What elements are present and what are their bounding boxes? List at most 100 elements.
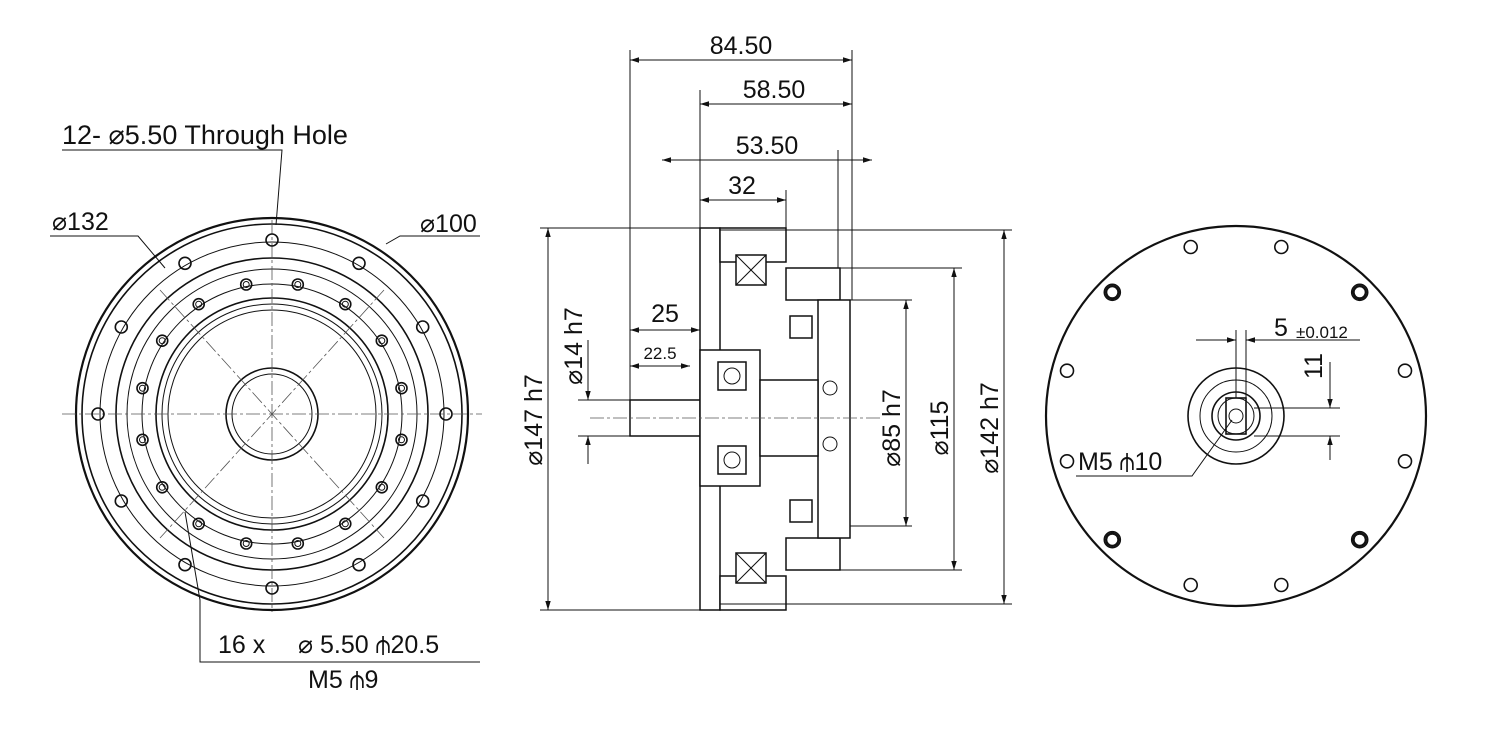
threaded-hole [136, 433, 149, 447]
dia-132-label: ⌀132 [52, 208, 109, 236]
rear-outline [1044, 224, 1428, 608]
threaded-hole-inner [195, 520, 203, 528]
through-hole [178, 557, 192, 572]
front-view: 12- ⌀5.50 Through Hole ⌀132 ⌀100 16 x ⌀ … [50, 120, 482, 694]
rear-hole [1352, 284, 1367, 300]
rear-hole [1105, 284, 1120, 300]
key-height-label: 11 [1300, 353, 1328, 379]
rear-plug [1103, 530, 1122, 549]
thread-spec-label: M5 ⫛9 [308, 666, 378, 694]
threaded-hole-inner [341, 300, 349, 308]
dia-14-label: ⌀14 h7 [560, 307, 588, 385]
section-body [590, 227, 880, 611]
section-view: 84.50 58.50 53.50 32 25 22.5 ⌀147 h [520, 32, 1012, 611]
shaft-inner [1217, 397, 1255, 435]
rear-plug-inner [1353, 286, 1366, 299]
rear-hole [1274, 239, 1289, 255]
threaded-hole [291, 278, 305, 291]
dia-132-leader [50, 235, 166, 269]
rear-plug [1350, 283, 1369, 302]
threaded-hole-inner [341, 520, 349, 528]
rear-hole [1352, 532, 1367, 548]
rear-plug-inner [1353, 533, 1366, 546]
rear-plug [1350, 530, 1369, 549]
dim-58-50-label: 58.50 [743, 76, 806, 104]
inner-threaded-holes [136, 278, 408, 550]
dia-100-leader [385, 235, 480, 245]
threaded-hole-inner [158, 483, 166, 491]
dia-85-label: ⌀85 h7 [878, 389, 906, 467]
hole-spec-leader [184, 511, 480, 663]
vertical-dimensions: ⌀147 h7 ⌀14 h7 ⌀85 h7 ⌀115 ⌀142 h7 [520, 227, 1012, 611]
rear-hole [1274, 577, 1289, 593]
rear-plug-inner [1106, 286, 1119, 299]
dim-25-label: 25 [651, 300, 679, 328]
threaded-hole [338, 517, 352, 531]
dia-142-label: ⌀142 h7 [976, 382, 1004, 474]
tap-spec-label: M5 ⫛10 [1078, 448, 1162, 476]
threaded-hole-inner [398, 384, 405, 392]
hole-spec-label: ⌀ 5.50 ⫛20.5 [298, 631, 439, 659]
threaded-hole [192, 297, 205, 311]
threaded-hole-inner [378, 337, 386, 345]
threaded-hole [395, 433, 408, 447]
dim-84-50-label: 84.50 [710, 32, 773, 60]
threaded-hole [239, 278, 253, 291]
threaded-hole-inner [398, 436, 405, 444]
threaded-hole-inner [242, 281, 250, 288]
through-hole [114, 320, 129, 334]
rear-hole [1059, 363, 1075, 379]
threaded-hole-inner [139, 436, 146, 444]
front-center-lines [62, 220, 482, 612]
rear-mounting-holes [1059, 239, 1413, 593]
rear-view: 5 ±0.012 11 M5 ⫛10 [1044, 224, 1428, 608]
threaded-hole [155, 334, 169, 348]
through-hole [178, 256, 192, 271]
through-hole [91, 407, 105, 421]
threaded-hole [192, 517, 205, 531]
dim-22-5-label: 22.5 [643, 344, 676, 363]
thread-count-label: 16 x [218, 631, 266, 659]
threaded-hole-inner [139, 384, 146, 392]
horizontal-dimensions: 84.50 58.50 53.50 32 25 22.5 [629, 32, 872, 400]
threaded-hole [375, 480, 389, 494]
dim-32-label: 32 [728, 172, 756, 200]
outer-through-holes [91, 233, 453, 595]
through-hole [415, 320, 430, 334]
rear-hole [1183, 577, 1198, 593]
rear-hole [1397, 453, 1413, 469]
threaded-hole [375, 334, 389, 348]
through-hole-note: 12- ⌀5.50 Through Hole [62, 120, 348, 150]
dia-100-label: ⌀100 [420, 210, 477, 238]
threaded-hole [239, 537, 253, 550]
through-hole [415, 494, 430, 508]
threaded-hole [155, 480, 169, 494]
threaded-hole-inner [294, 540, 302, 547]
threaded-hole-inner [378, 483, 386, 491]
dia-147-label: ⌀147 h7 [520, 374, 548, 466]
threaded-hole-inner [242, 540, 250, 547]
threaded-hole [291, 537, 305, 550]
through-hole [265, 581, 279, 595]
threaded-hole-inner [158, 337, 166, 345]
through-hole-leader [62, 149, 283, 226]
shaft-outer [1211, 391, 1261, 441]
rear-hole [1397, 363, 1413, 379]
key-tolerance-label: ±0.012 [1296, 323, 1348, 342]
threaded-hole-inner [195, 300, 203, 308]
dia-115-label: ⌀115 [926, 401, 954, 456]
key-width-label: 5 [1274, 314, 1288, 342]
rear-hole [1183, 239, 1198, 255]
rear-hole [1105, 532, 1120, 548]
through-hole [352, 557, 366, 572]
shaft-tap-hole [1228, 408, 1244, 424]
through-hole [439, 407, 453, 421]
threaded-hole [338, 297, 352, 311]
dim-53-50-label: 53.50 [736, 132, 799, 160]
threaded-hole [395, 381, 408, 395]
rear-plug-inner [1106, 533, 1119, 546]
threaded-hole [136, 381, 149, 395]
through-hole [352, 256, 366, 271]
rear-plug [1103, 283, 1122, 302]
